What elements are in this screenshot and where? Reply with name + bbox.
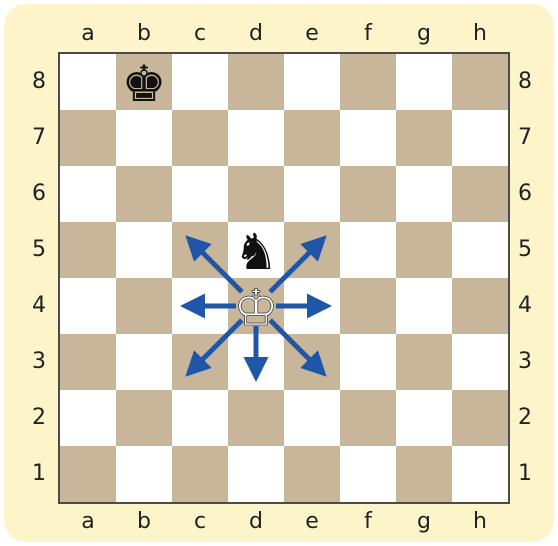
top-file-label-b: b: [116, 22, 172, 46]
square-e3[interactable]: [284, 334, 340, 390]
square-g4[interactable]: [396, 278, 452, 334]
square-d7[interactable]: [228, 110, 284, 166]
chess-board: [58, 52, 510, 504]
left-rank-label-2: 2: [24, 406, 54, 430]
square-h4[interactable]: [452, 278, 508, 334]
left-rank-label-3: 3: [24, 350, 54, 374]
right-rank-label-8: 8: [510, 70, 540, 94]
top-file-label-c: c: [172, 22, 228, 46]
square-d3[interactable]: [228, 334, 284, 390]
square-f7[interactable]: [340, 110, 396, 166]
square-a3[interactable]: [60, 334, 116, 390]
bottom-file-label-e: e: [284, 510, 340, 534]
left-rank-label-6: 6: [24, 182, 54, 206]
right-rank-label-7: 7: [510, 126, 540, 150]
right-rank-label-2: 2: [510, 406, 540, 430]
square-h2[interactable]: [452, 390, 508, 446]
square-a8[interactable]: [60, 54, 116, 110]
square-d6[interactable]: [228, 166, 284, 222]
square-b4[interactable]: [116, 278, 172, 334]
top-file-label-g: g: [396, 22, 452, 46]
square-f4[interactable]: [340, 278, 396, 334]
square-h7[interactable]: [452, 110, 508, 166]
square-f1[interactable]: [340, 446, 396, 502]
square-h1[interactable]: [452, 446, 508, 502]
right-rank-label-4: 4: [510, 294, 540, 318]
top-file-label-a: a: [60, 22, 116, 46]
top-file-label-d: d: [228, 22, 284, 46]
bottom-file-label-h: h: [452, 510, 508, 534]
square-d4[interactable]: [228, 278, 284, 334]
square-f2[interactable]: [340, 390, 396, 446]
square-e1[interactable]: [284, 446, 340, 502]
left-rank-label-1: 1: [24, 462, 54, 486]
bottom-file-label-f: f: [340, 510, 396, 534]
left-rank-label-8: 8: [24, 70, 54, 94]
square-d2[interactable]: [228, 390, 284, 446]
square-c3[interactable]: [172, 334, 228, 390]
top-file-label-f: f: [340, 22, 396, 46]
square-c4[interactable]: [172, 278, 228, 334]
left-rank-label-4: 4: [24, 294, 54, 318]
square-b2[interactable]: [116, 390, 172, 446]
square-e6[interactable]: [284, 166, 340, 222]
square-b6[interactable]: [116, 166, 172, 222]
square-e7[interactable]: [284, 110, 340, 166]
square-c6[interactable]: [172, 166, 228, 222]
square-h3[interactable]: [452, 334, 508, 390]
top-file-label-h: h: [452, 22, 508, 46]
square-c5[interactable]: [172, 222, 228, 278]
square-b3[interactable]: [116, 334, 172, 390]
square-g5[interactable]: [396, 222, 452, 278]
square-b8[interactable]: [116, 54, 172, 110]
square-d1[interactable]: [228, 446, 284, 502]
right-rank-label-6: 6: [510, 182, 540, 206]
bottom-file-label-c: c: [172, 510, 228, 534]
square-b1[interactable]: [116, 446, 172, 502]
square-e5[interactable]: [284, 222, 340, 278]
square-f5[interactable]: [340, 222, 396, 278]
bottom-file-label-g: g: [396, 510, 452, 534]
right-rank-label-3: 3: [510, 350, 540, 374]
square-d8[interactable]: [228, 54, 284, 110]
square-f3[interactable]: [340, 334, 396, 390]
square-f8[interactable]: [340, 54, 396, 110]
bottom-file-label-a: a: [60, 510, 116, 534]
square-h8[interactable]: [452, 54, 508, 110]
square-h6[interactable]: [452, 166, 508, 222]
square-g7[interactable]: [396, 110, 452, 166]
square-c7[interactable]: [172, 110, 228, 166]
square-e4[interactable]: [284, 278, 340, 334]
right-rank-label-5: 5: [510, 238, 540, 262]
square-g6[interactable]: [396, 166, 452, 222]
square-c2[interactable]: [172, 390, 228, 446]
square-g1[interactable]: [396, 446, 452, 502]
square-b5[interactable]: [116, 222, 172, 278]
square-g2[interactable]: [396, 390, 452, 446]
left-rank-label-5: 5: [24, 238, 54, 262]
square-e2[interactable]: [284, 390, 340, 446]
left-rank-label-7: 7: [24, 126, 54, 150]
square-c1[interactable]: [172, 446, 228, 502]
square-e8[interactable]: [284, 54, 340, 110]
square-a7[interactable]: [60, 110, 116, 166]
square-h5[interactable]: [452, 222, 508, 278]
bottom-file-label-b: b: [116, 510, 172, 534]
square-a6[interactable]: [60, 166, 116, 222]
square-d5[interactable]: [228, 222, 284, 278]
square-b7[interactable]: [116, 110, 172, 166]
right-rank-label-1: 1: [510, 462, 540, 486]
square-f6[interactable]: [340, 166, 396, 222]
square-a1[interactable]: [60, 446, 116, 502]
square-g8[interactable]: [396, 54, 452, 110]
bottom-file-label-d: d: [228, 510, 284, 534]
square-a5[interactable]: [60, 222, 116, 278]
square-a4[interactable]: [60, 278, 116, 334]
square-c8[interactable]: [172, 54, 228, 110]
square-g3[interactable]: [396, 334, 452, 390]
square-a2[interactable]: [60, 390, 116, 446]
top-file-label-e: e: [284, 22, 340, 46]
